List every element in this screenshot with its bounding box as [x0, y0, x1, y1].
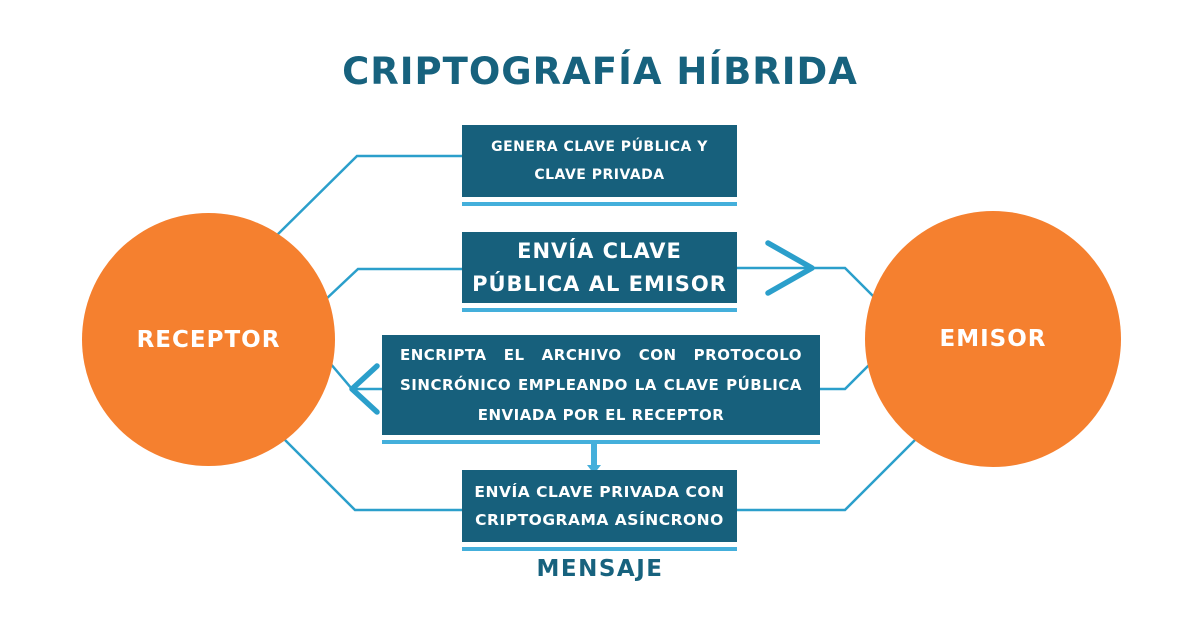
- step-text-line: PÚBLICA AL EMISOR: [472, 271, 727, 296]
- box3-underline: [382, 440, 820, 444]
- step-box-send-public-key: ENVÍA CLAVE PÚBLICA AL EMISOR: [462, 232, 737, 303]
- step-text-line: SINCRÓNICO EMPLEANDO LA CLAVE PÚBLICA: [400, 376, 802, 394]
- step-text-line: ENVÍA CLAVE: [517, 238, 682, 263]
- box4-underline: [462, 547, 737, 551]
- step-text-line: ENVÍA CLAVE PRIVADA CON: [474, 483, 725, 501]
- emisor-label: EMISOR: [939, 326, 1047, 352]
- box1-underline: [462, 202, 737, 206]
- step-text-line: ENVIADA POR EL RECEPTOR: [477, 406, 725, 424]
- step-box-send-private-key: ENVÍA CLAVE PRIVADA CON CRIPTOGRAMA ASÍN…: [462, 470, 737, 542]
- receptor-node: RECEPTOR: [82, 213, 335, 466]
- arrow-right-icon: [765, 240, 815, 296]
- step-text-line: CRIPTOGRAMA ASÍNCRONO: [475, 511, 724, 529]
- step-box-encrypt-file: ENCRIPTA EL ARCHIVO CON PROTOCOLO SINCRÓ…: [382, 335, 820, 435]
- emisor-node: EMISOR: [865, 211, 1121, 467]
- page-title: CRIPTOGRAFÍA HÍBRIDA: [342, 50, 858, 93]
- connector-box3-box4-tip: [587, 465, 601, 474]
- step-text-line: CLAVE PRIVADA: [534, 167, 665, 183]
- step-box-generate-keys: GENERA CLAVE PÚBLICA Y CLAVE PRIVADA: [462, 125, 737, 197]
- box2-underline: [462, 308, 737, 312]
- connector-receptor-box1: [269, 154, 463, 243]
- step-text-line: ENCRIPTA EL ARCHIVO CON PROTOCOLO: [400, 346, 802, 364]
- receptor-label: RECEPTOR: [136, 326, 281, 353]
- message-label: MENSAJE: [536, 556, 664, 582]
- arrow-left-icon: [349, 363, 380, 415]
- step-text-line: GENERA CLAVE PÚBLICA Y: [491, 139, 708, 155]
